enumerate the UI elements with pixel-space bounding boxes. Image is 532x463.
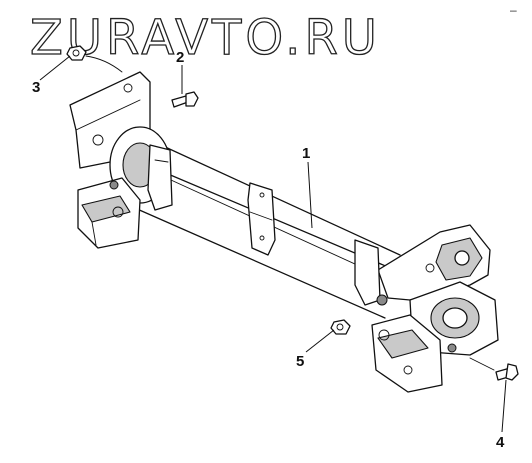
bolt-2: [171, 91, 199, 108]
nut-5: [330, 319, 351, 335]
corner-mark: –: [510, 3, 517, 17]
left-bracket-assembly: [69, 71, 173, 249]
crossmember-beam: [127, 139, 401, 319]
right-bracket-assembly: [354, 224, 499, 393]
bolt-4: [469, 357, 519, 381]
nut-3: [66, 45, 123, 73]
callout-4: 4: [496, 434, 505, 451]
callout-5: 5: [296, 353, 304, 370]
callout-1: 1: [302, 145, 310, 162]
leader-line-3: [39, 55, 71, 81]
callout-2: 2: [176, 49, 184, 66]
callout-3: 3: [32, 79, 40, 96]
leader-line-1: [307, 161, 313, 229]
leader-line-4: [501, 379, 507, 433]
leader-line-5: [305, 329, 335, 353]
